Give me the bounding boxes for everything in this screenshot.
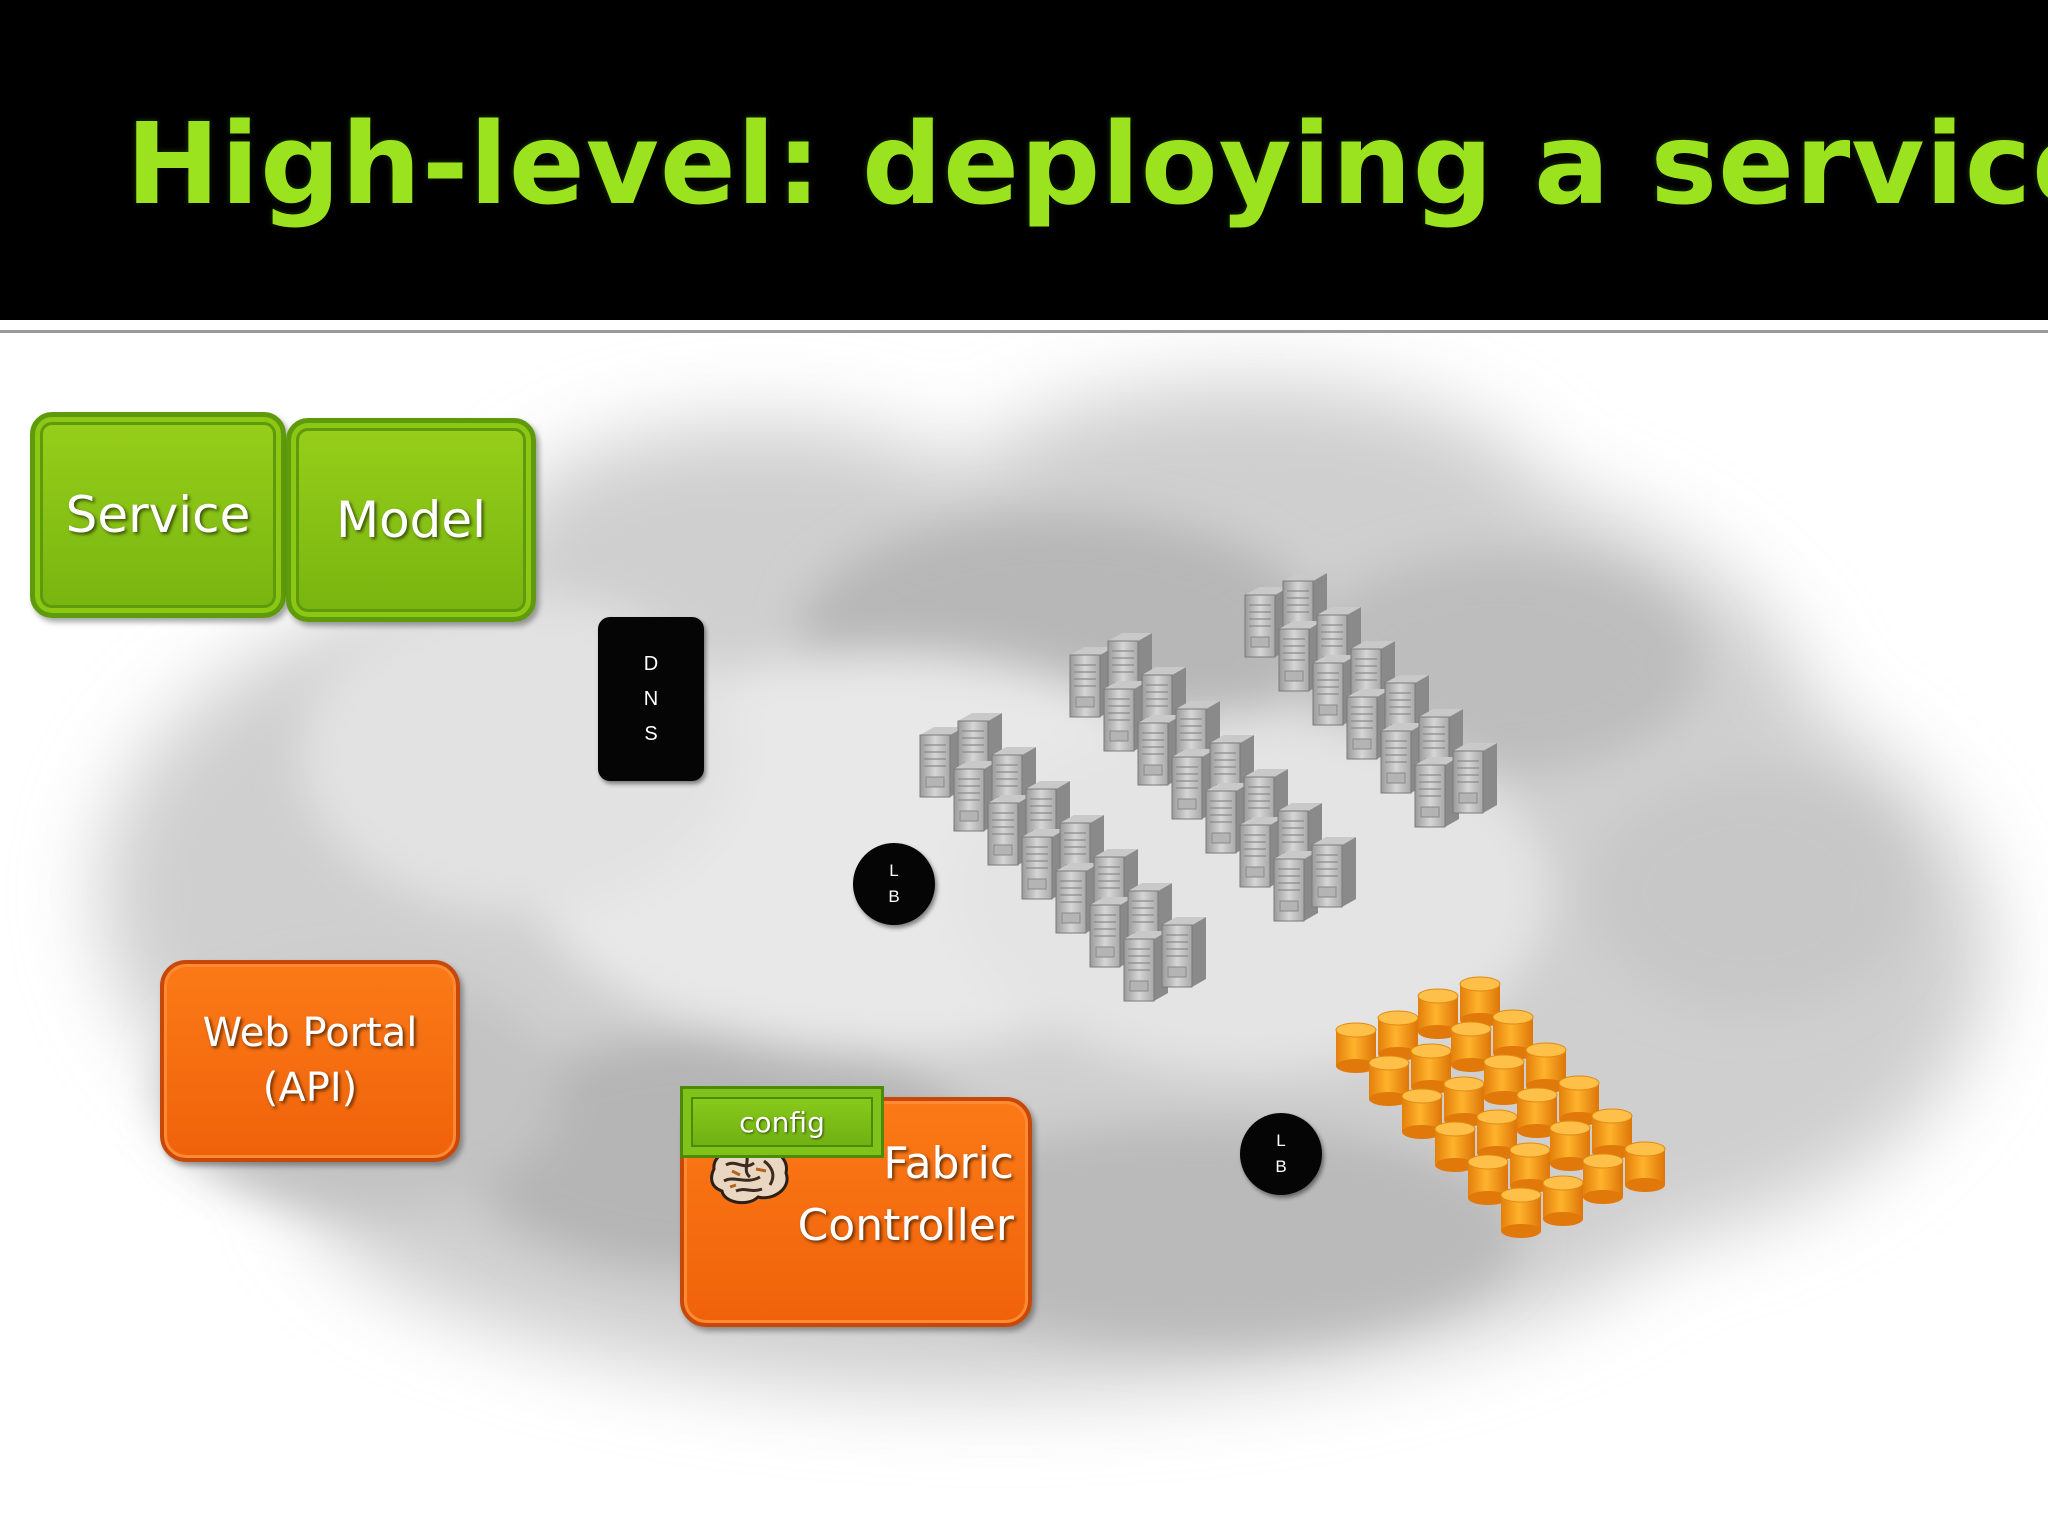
database-cylinder-icon: [1443, 1076, 1485, 1127]
dns-letter-d: D: [643, 652, 659, 675]
database-cylinder-icon: [1483, 1054, 1525, 1105]
server-tower-icon: [1205, 783, 1250, 854]
lb-letter-b: B: [888, 887, 900, 906]
header-divider: [0, 320, 2048, 328]
lb-letter-l: L: [889, 861, 899, 880]
model-label: Model: [335, 491, 487, 549]
model-box: Model: [286, 418, 536, 622]
server-tower-icon: [1161, 917, 1206, 988]
config-label: config: [739, 1105, 825, 1139]
dns-letter-n: N: [643, 687, 659, 710]
database-cylinder-icon: [1401, 1088, 1443, 1139]
controller-label: Controller: [797, 1200, 1014, 1251]
lb-letter-l: L: [1276, 1131, 1286, 1150]
database-cylinder-icon: [1467, 1154, 1509, 1205]
database-cylinder-icon: [1335, 1022, 1377, 1073]
slide-title: High-level: deploying a service: [126, 100, 2048, 230]
database-cylinder-icon: [1417, 988, 1459, 1039]
database-cylinder-icon: [1368, 1055, 1410, 1106]
database-cylinder-icon: [1549, 1120, 1591, 1171]
database-cylinder-icon: [1450, 1021, 1492, 1072]
load-balancer-storage: L B: [1240, 1113, 1322, 1195]
lb-letter-b: B: [1275, 1157, 1287, 1176]
server-tower-icon: [1123, 931, 1168, 1002]
web-portal-api-label: (API): [262, 1065, 358, 1111]
database-cylinder-icon: [1525, 1042, 1567, 1093]
web-portal-box: Web Portal (API): [160, 960, 460, 1162]
dns-letter-s: S: [644, 722, 658, 745]
database-cylinder-icon: [1542, 1175, 1584, 1226]
service-box: Service: [30, 412, 286, 618]
config-box: config: [680, 1086, 884, 1158]
database-cylinder-icon: [1434, 1121, 1476, 1172]
database-cylinder-icon: [1516, 1087, 1558, 1138]
dns-server: D N S: [598, 617, 704, 781]
fabric-label: Fabric: [883, 1138, 1014, 1189]
header-divider-line: [0, 330, 2048, 333]
database-cylinder-icon: [1509, 1142, 1551, 1193]
database-cylinder-icon: [1582, 1153, 1624, 1204]
database-cylinder-icon: [1459, 976, 1501, 1027]
title-bar: [0, 0, 2048, 320]
brain-icon: [710, 1146, 789, 1205]
web-portal-label: Web Portal: [202, 1010, 418, 1056]
load-balancer-web: L B: [853, 843, 935, 925]
service-label: Service: [65, 486, 251, 544]
database-cylinder-icon: [1624, 1141, 1666, 1192]
server-tower-icon: [1452, 743, 1497, 814]
server-tower-icon: [1311, 837, 1356, 908]
server-tower-icon: [1137, 715, 1182, 786]
database-cylinder-icon: [1500, 1187, 1542, 1238]
